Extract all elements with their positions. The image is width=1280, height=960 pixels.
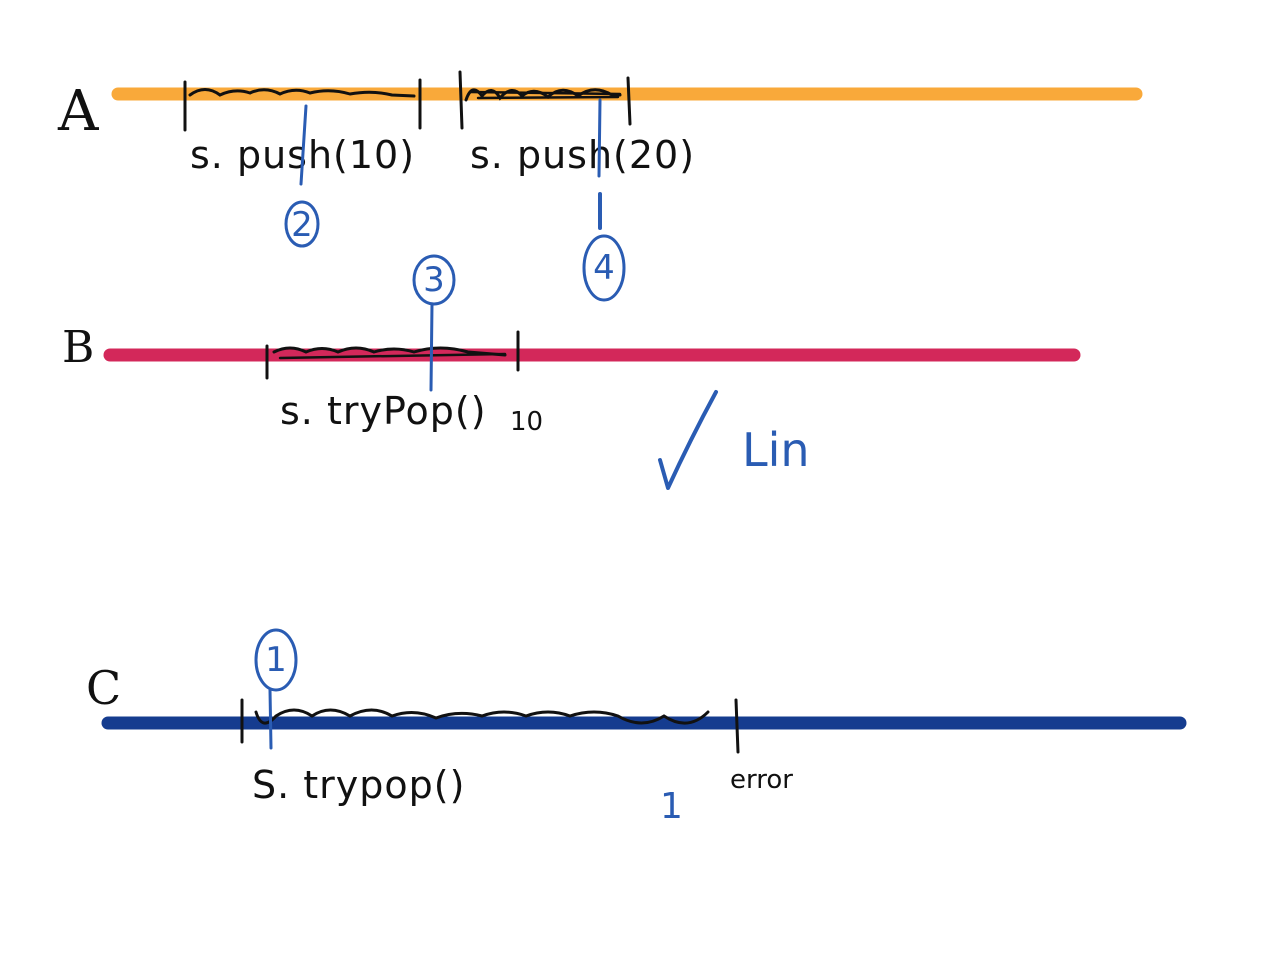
- operation-interval: [458, 70, 632, 130]
- operation-interval: [240, 698, 740, 754]
- thread-a: A s. push(10) s. push(20) 2 4: [57, 70, 1143, 302]
- marker-circle: [412, 254, 456, 306]
- interval-squiggle: [188, 88, 416, 98]
- interval-start-tick: [458, 70, 464, 130]
- operation-label: S. trypop(): [252, 763, 465, 807]
- linearization-line: [429, 302, 434, 392]
- thread-c-label: C: [86, 661, 121, 715]
- checkmark-icon: [658, 390, 718, 490]
- stray-mark: 1: [660, 786, 683, 827]
- operation-label: s. tryPop(): [280, 389, 487, 433]
- interval-squiggle: [272, 346, 507, 357]
- thread-b: B s. tryPop() 10 3: [62, 254, 1081, 437]
- marker-circle: [254, 628, 298, 692]
- verdict-label: Lin: [742, 423, 810, 477]
- operation-result: 10: [510, 407, 543, 437]
- thread-a-label: A: [57, 79, 99, 144]
- linearization-point: 1: [254, 628, 298, 750]
- operation-interval: [183, 78, 422, 132]
- linearization-point: 2: [284, 104, 320, 248]
- interval-squiggle: [464, 88, 622, 102]
- operation-result: error: [730, 765, 793, 795]
- marker-circle: [582, 234, 626, 302]
- marker-number: 3: [423, 260, 445, 300]
- operation-interval: [265, 330, 520, 380]
- thread-b-label: B: [62, 322, 94, 373]
- marker-circle: [284, 200, 320, 248]
- thread-c: C S. trypop() error 1 1: [86, 628, 1187, 827]
- marker-number: 2: [291, 205, 313, 245]
- interval-scribble: [468, 90, 622, 100]
- linearization-line: [597, 98, 602, 178]
- interval-scribble: [278, 352, 507, 360]
- interval-end-tick: [734, 698, 740, 754]
- linearization-line: [268, 688, 273, 750]
- linearization-line: [299, 104, 308, 186]
- interval-end-tick: [626, 76, 632, 126]
- linearization-point: 4: [582, 98, 626, 302]
- verdict: Lin: [658, 390, 810, 490]
- marker-number: 4: [593, 248, 615, 288]
- linearization-point: 3: [412, 254, 456, 392]
- interval-squiggle: [254, 708, 710, 725]
- operation-label: s. push(20): [470, 133, 695, 177]
- marker-number: 1: [265, 640, 287, 680]
